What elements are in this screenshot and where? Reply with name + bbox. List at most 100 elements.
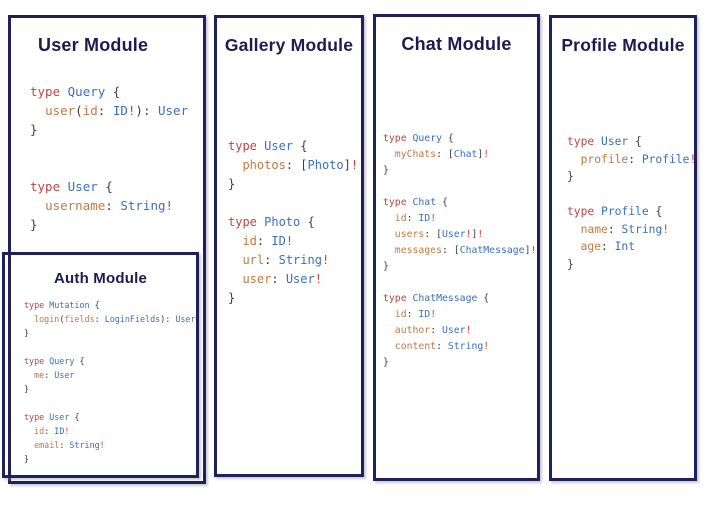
code-token: User: [285, 272, 315, 286]
code-token: id: [242, 234, 257, 248]
code-token: {: [74, 412, 80, 422]
code-line: profile: Profile!: [567, 151, 697, 169]
code-token: Chat: [412, 197, 442, 208]
code-line: [30, 158, 188, 177]
code-token: name: [580, 222, 608, 236]
code-line: content: String!: [383, 339, 536, 355]
code-token: ]: [477, 149, 484, 160]
code-token: Query: [67, 84, 113, 99]
code-token: User: [441, 325, 466, 336]
code-line: type Profile {: [567, 203, 696, 221]
code-token: ):: [160, 314, 176, 324]
module-user-title: User Module: [38, 35, 149, 55]
code-line: }: [30, 120, 188, 139]
code-token: {: [655, 205, 663, 218]
code-token: ]: [343, 158, 351, 172]
code-token: type: [30, 84, 68, 99]
module-gallery-title: Gallery Module: [224, 35, 354, 55]
code-token: type: [228, 139, 265, 153]
code-token: :: [44, 370, 55, 380]
code-token: :: [94, 314, 105, 324]
code-line: }: [567, 256, 696, 274]
code-line: }: [383, 259, 536, 275]
code-token: (: [75, 103, 83, 118]
code-line: me: User: [24, 368, 196, 382]
code-line: type Mutation {: [24, 298, 196, 312]
code-line: type User {: [228, 137, 358, 156]
code-token: type: [24, 412, 50, 422]
module-auth-title: Auth Module: [53, 270, 147, 287]
code-token: Int: [614, 240, 636, 253]
code-line: }: [228, 289, 358, 308]
code-token: !: [314, 272, 322, 286]
code-token: [567, 223, 581, 236]
code-token: author: [394, 325, 431, 336]
code-token: username: [45, 198, 106, 213]
code-token: [383, 229, 395, 240]
code-line: [228, 194, 358, 213]
code-token: type: [383, 197, 413, 208]
code-token: me: [34, 370, 45, 380]
code-token: {: [105, 179, 113, 194]
code-token: !: [127, 103, 136, 118]
code-line: }: [383, 163, 536, 179]
code-token: }: [30, 217, 38, 232]
code-token: type: [383, 133, 413, 144]
code-token: {: [447, 133, 454, 144]
code-line: photos: [Photo]!: [228, 156, 358, 175]
code-token: :: [105, 198, 121, 213]
code-token: }: [24, 454, 30, 464]
code-token: {: [307, 215, 315, 229]
code-token: type: [567, 205, 602, 218]
code-token: ):: [135, 103, 158, 118]
code-token: user: [242, 272, 272, 286]
code-token: :: [406, 309, 419, 320]
code-token: :: [59, 440, 70, 450]
code-token: User: [264, 139, 301, 153]
code-token: }: [567, 257, 574, 271]
code-line: url: String!: [228, 251, 358, 270]
module-auth-code: type Mutation { login(fields: LoginField…: [24, 298, 196, 466]
code-line: type User {: [30, 177, 188, 196]
code-token: !: [530, 245, 537, 256]
code-token: myChats: [394, 149, 437, 160]
code-line: user(id: ID!): User: [30, 101, 188, 120]
code-token: [30, 198, 45, 213]
code-token: Photo: [307, 158, 344, 172]
code-token: :: [406, 213, 419, 224]
code-token: String: [69, 440, 100, 450]
code-token: :: [256, 234, 272, 248]
code-token: [228, 253, 242, 267]
module-chat-title: Chat Module: [401, 34, 512, 54]
code-token: ID: [271, 234, 286, 248]
code-token: }: [228, 291, 236, 305]
code-line: }: [567, 168, 696, 186]
code-token: : [: [285, 158, 308, 172]
code-token: String: [447, 341, 484, 352]
code-line: type User {: [567, 133, 696, 151]
code-line: age: Int: [567, 238, 696, 256]
code-line: id: ID!: [383, 307, 536, 323]
code-line: id: ID!: [24, 424, 196, 438]
code-token: [383, 149, 395, 160]
code-token: type: [24, 300, 50, 310]
code-token: users: [394, 229, 425, 240]
code-token: [383, 341, 395, 352]
code-line: [24, 396, 196, 410]
code-line: type Chat {: [383, 195, 536, 211]
code-line: type Query {: [383, 131, 536, 147]
code-token: (: [59, 314, 65, 324]
code-token: !: [430, 213, 437, 224]
code-token: url: [242, 253, 265, 267]
code-token: photos: [242, 158, 286, 172]
code-token: }: [24, 328, 30, 338]
code-line: }: [30, 215, 188, 234]
code-token: !: [483, 149, 490, 160]
code-token: [24, 370, 34, 380]
code-token: :: [628, 152, 642, 166]
code-token: !: [64, 426, 70, 436]
module-chat: Chat Module type Query { myChats: [Chat]…: [373, 14, 540, 481]
code-line: username: String!: [30, 196, 188, 215]
code-token: }: [24, 384, 30, 394]
code-token: content: [394, 341, 437, 352]
